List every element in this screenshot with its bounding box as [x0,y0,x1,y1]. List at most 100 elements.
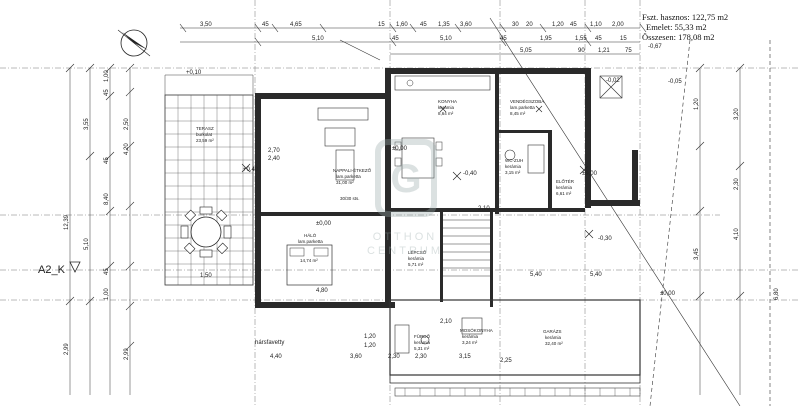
stairs-floor: kerámia [408,256,425,261]
dim-top-3: 4,65 [290,22,302,28]
bath-floor: kerámia [414,340,431,345]
bedroom-area: 14,74 m² [300,258,318,263]
dim-right-4: 2,30 [734,178,740,190]
room-labels: NAPPALI-ÉTKEZŐ lam.parketta 31,00 m² KON… [298,98,575,351]
dim-left-in-5: 5,10 [84,238,90,250]
laundry-name: MOSÓKONYHA [460,327,493,333]
building-walls [255,68,641,384]
inner-dim-5: 1,50 [200,273,212,279]
guest-floor: lam.parketta [510,105,535,110]
dim-right-2: 3,45 [694,248,700,260]
laundry-floor: kerámia [462,334,479,339]
dim-top-10: 20 [526,22,533,28]
inner-dim-1: 2,70 [268,148,280,154]
inner-dim-8: 3,60 [350,354,362,360]
level-5: +0,40 [243,167,259,173]
dim-top-1: 3,50 [200,22,212,28]
dim-top-14: 2,00 [612,22,624,28]
dim-top3-2: 1,21 [598,48,610,54]
dim-top2-5: 1,95 [540,36,552,42]
garage-name: GARÁZS [543,328,562,334]
area-summary: Fszt. hasznos: 122,75 m2 Emelet: 55,33 m… [642,12,728,42]
level-10: ±0,00 [660,291,676,297]
dim-top-2: 45 [262,22,269,28]
dim-right-6: 6,80 [774,288,780,300]
inner-dim-6: 5,40 [530,272,542,278]
dim-top2-7: 45 [595,36,602,42]
dim-top-11: 1,20 [552,22,564,28]
inner-dim-10: 2,10 [440,319,452,325]
watermark-line2: CENTRUM [367,245,443,257]
interior-furniture [241,75,623,354]
inner-dim-2: 2,40 [268,156,280,162]
dim-top3-1: 90 [578,48,585,54]
section-marker: A2_K [38,261,81,276]
level-3: -0,67 [648,44,662,50]
dim-top3-4: 75 [625,48,632,54]
dim-left-5: 2,99 [64,343,70,355]
terrace-floor: burkolat [196,132,213,137]
dining-table-icon [180,206,232,258]
inner-dim-11: 2,30 [415,354,427,360]
dim-top2-1: 5,10 [312,36,324,42]
watermark-logo: G OTTHON CENTRUM [367,139,443,257]
dim-top-13: 1,10 [590,22,602,28]
dim-left-in-2: 45 [104,89,110,96]
dim-top2-3: 5,10 [440,36,452,42]
garage-floor: kerámia [545,335,562,340]
guest-name: VENDÉGSZOBA [510,98,544,104]
dim-left-6: 2,99 [124,348,130,360]
dim-top3-3: 5,05 [520,48,532,54]
right-dimension-chain: 1,20 3,45 4,10 2,30 3,20 6,80 [694,63,780,395]
summary-ground-floor: Fszt. hasznos: 122,75 m2 [642,12,728,22]
living-name: NAPPALI-ÉTKEZŐ [333,167,372,173]
svg-text:G: G [390,157,421,201]
wc-floor: kerámia [505,164,522,169]
stairs-name: LÉPCSŐ [408,249,427,255]
dim-left-1: 2,50 [124,118,130,130]
level-markers: +0,10 -0,02 -0,67 ±0,00 +0,40 ±0,00 -0,3… [186,44,682,297]
level-9: -0,40 [463,171,477,177]
dim-left-2: 4,20 [124,143,130,155]
inner-dimensions: 2,70 2,40 30/30 sts. 4,80 1,50 5,40 5,40… [200,148,602,364]
dim-top2-8: 15 [620,36,627,42]
wc-area: 3,15 m² [505,170,521,175]
dim-top-4: 15 [378,22,385,28]
level-1: +0,10 [186,70,202,76]
bedroom-name: HÁLÓ [304,232,317,238]
left-dimension-chain: 2,50 4,20 8,40 12,39 2,99 2,99 1,00 45 3… [64,63,135,395]
dim-top-9: 30 [512,22,519,28]
stairs-area: 5,71 m² [408,262,424,267]
inner-dim-9: 4,40 [270,354,282,360]
north-arrow-icon [117,29,151,57]
dim-top-12: 45 [570,22,577,28]
inner-dim-14: 1,20 [364,334,376,340]
section-label: A2_K [38,264,66,276]
summary-total: Összesen: 178,08 m2 [642,32,714,42]
kitchen-floor: kerámia [438,105,455,110]
dim-left-4: 12,39 [64,214,70,230]
dim-left-in-3: 3,55 [84,118,90,130]
dim-top-5: 1,60 [396,22,408,28]
dim-left-3: 8,40 [104,193,110,205]
dim-right-1: 1,20 [694,98,700,110]
inner-dim-17: 2,25 [500,358,512,364]
dim-left-in-4: 45 [104,157,110,164]
inner-dim-16: 2,30 [388,354,400,360]
guest-area: 8,45 m² [510,111,526,116]
inner-dim-13: 2,10 [478,206,490,212]
dim-left-in-6: 45 [104,268,110,275]
level-6: ±0,00 [316,221,332,227]
dim-right-5: 3,20 [734,108,740,120]
inner-dim-12: 3,15 [459,354,471,360]
garage-area: 32,40 m² [545,341,563,346]
terrace-name: TERASZ [196,126,214,131]
dim-right-3: 4,10 [734,228,740,240]
terrace-area-value: 23,59 m² [196,138,214,143]
terrace-area: TERASZ burkolat 23,59 m² [164,74,254,286]
living-area: 31,00 m² [336,180,354,185]
level-4: ±0,00 [392,146,408,152]
bedroom-floor: lam.parketta [298,239,323,244]
dim-top-7: 1,35 [438,22,450,28]
